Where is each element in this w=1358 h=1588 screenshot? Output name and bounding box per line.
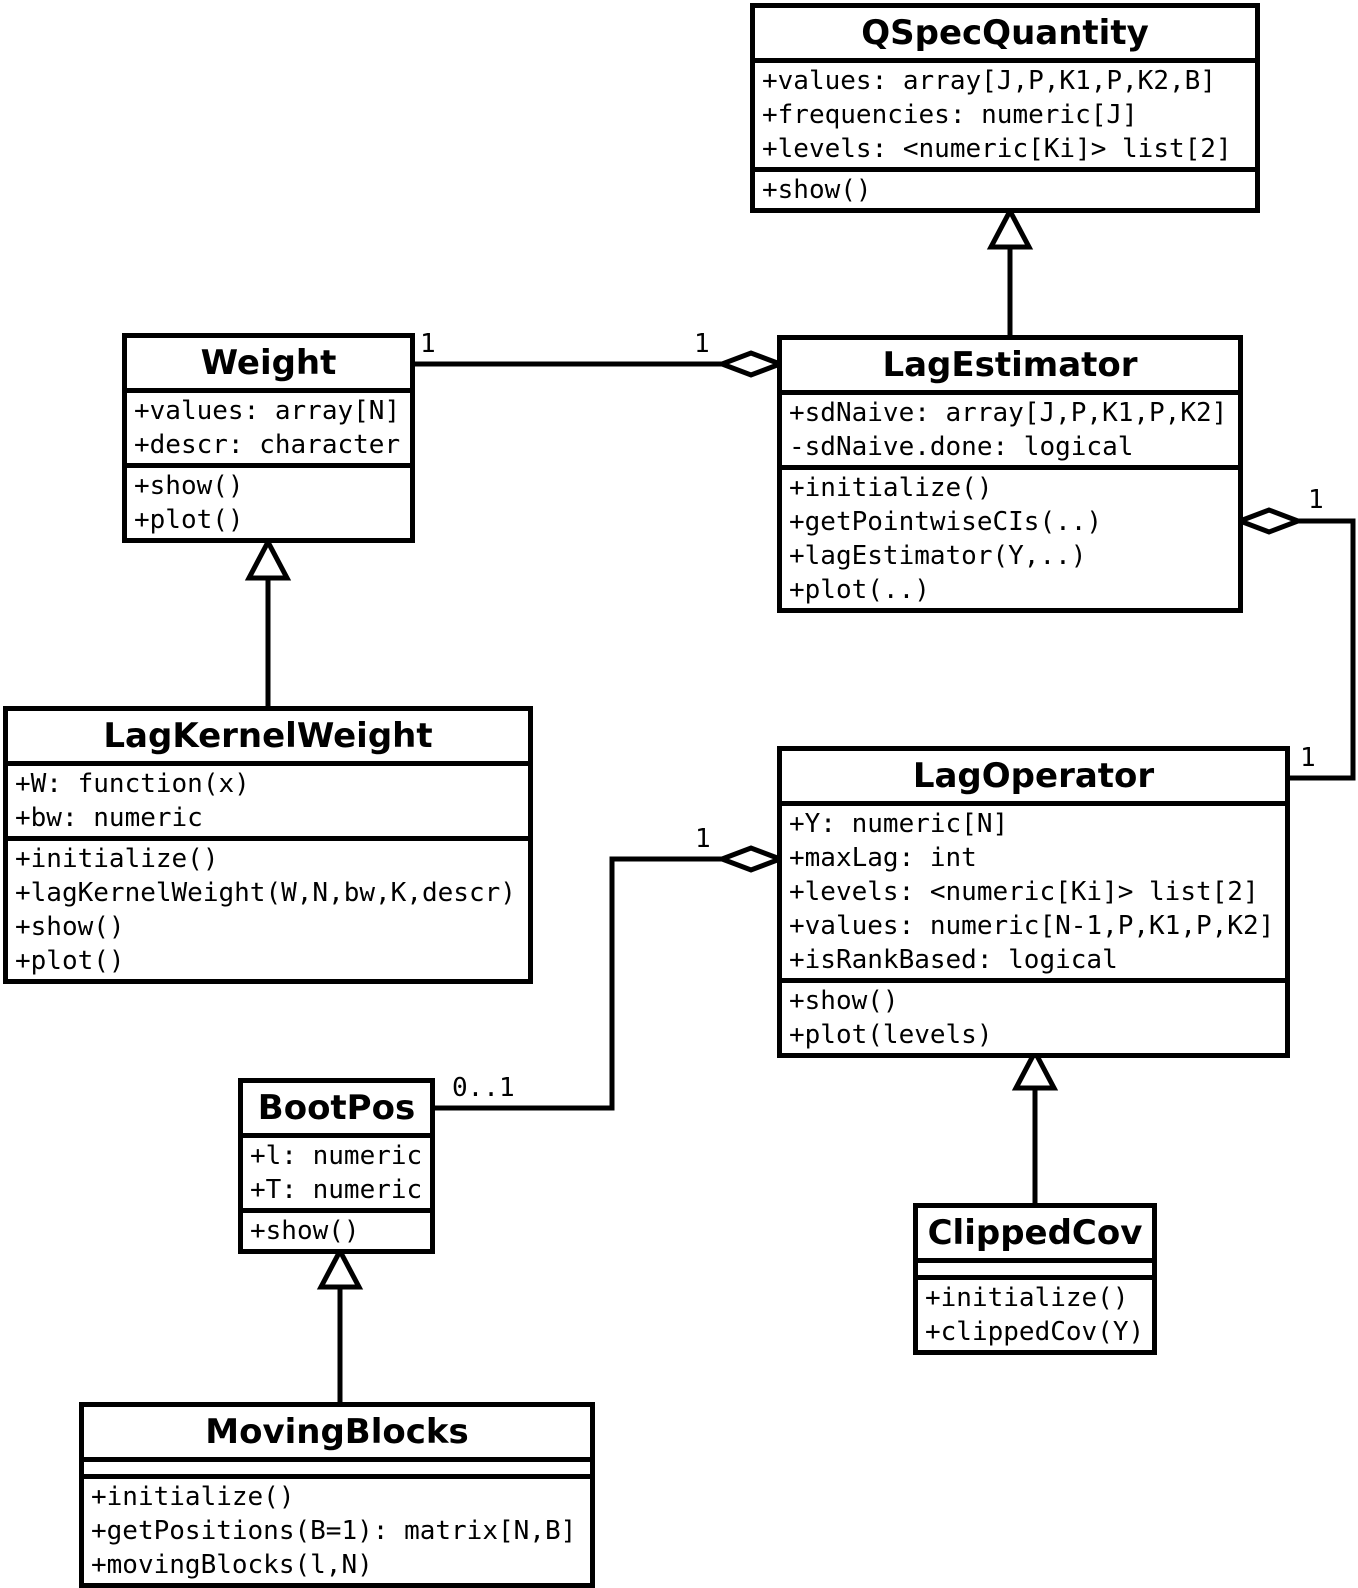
class-attributes: +l: numeric +T: numeric	[243, 1138, 430, 1213]
method: +show()	[789, 986, 899, 1016]
association-line	[1285, 518, 1356, 781]
multiplicity-label: 1	[1308, 485, 1324, 515]
method: +initialize()	[925, 1283, 1129, 1313]
class-title: LagOperator	[782, 751, 1285, 806]
aggregation-weight-lagestimator	[410, 350, 788, 378]
method: +plot(levels)	[789, 1020, 993, 1050]
class-weight: Weight +values: array[N] +descr: charact…	[122, 333, 415, 543]
class-methods: +initialize() +getPositions(B=1): matrix…	[84, 1479, 590, 1583]
class-title: ClippedCov	[918, 1208, 1152, 1263]
attribute: +Y: numeric[N]	[789, 809, 1009, 839]
aggregation-diamond-icon	[1232, 507, 1306, 535]
multiplicity-label: 1	[694, 329, 710, 359]
generalization-triangle-icon	[244, 536, 292, 581]
generalization-lagestimator-to-qspecquantity	[986, 205, 1034, 340]
class-clippedcov: ClippedCov +initialize() +clippedCov(Y)	[913, 1203, 1157, 1355]
method: +show()	[762, 175, 872, 205]
aggregation-diamond-icon	[714, 350, 788, 378]
class-methods: +initialize() +lagKernelWeight(W,N,bw,K,…	[8, 841, 528, 979]
attribute: +maxLag: int	[789, 843, 977, 873]
method: +plot()	[134, 505, 244, 535]
generalization-movingblocks-to-bootpos	[316, 1245, 364, 1407]
attribute: +l: numeric	[250, 1141, 423, 1171]
class-methods: +show() +plot(levels)	[782, 983, 1285, 1053]
multiplicity-label: 1	[420, 329, 436, 359]
class-title: LagEstimator	[782, 340, 1238, 395]
class-bootpos: BootPos +l: numeric +T: numeric +show()	[238, 1078, 435, 1254]
class-methods: +show() +plot()	[127, 468, 410, 538]
class-attributes: +sdNaive: array[J,P,K1,P,K2] -sdNaive.do…	[782, 395, 1238, 470]
method: +show()	[250, 1216, 360, 1246]
class-title: BootPos	[243, 1083, 430, 1138]
class-methods: +show()	[755, 172, 1255, 208]
class-qspecquantity: QSpecQuantity +values: array[J,P,K1,P,K2…	[750, 3, 1260, 213]
method: +initialize()	[15, 844, 219, 874]
attribute: +values: numeric[N-1,P,K1,P,K2]	[789, 911, 1275, 941]
attribute: +descr: character	[134, 430, 401, 460]
attribute: +bw: numeric	[15, 803, 203, 833]
attribute: +T: numeric	[250, 1175, 423, 1205]
attribute: +W: function(x)	[15, 769, 250, 799]
class-methods: +initialize() +clippedCov(Y)	[918, 1280, 1152, 1350]
class-attributes-empty	[918, 1263, 1152, 1280]
method: +plot()	[15, 946, 125, 976]
method: +show()	[15, 912, 125, 942]
class-attributes-empty	[84, 1462, 590, 1479]
class-lagestimator: LagEstimator +sdNaive: array[J,P,K1,P,K2…	[777, 335, 1243, 613]
aggregation-lagoperator-lagestimator	[1232, 507, 1356, 781]
generalization-lagkernelweight-to-weight	[244, 536, 292, 711]
attribute: +frequencies: numeric[J]	[762, 100, 1138, 130]
attribute: +sdNaive: array[J,P,K1,P,K2]	[789, 398, 1228, 428]
class-lagkernelweight: LagKernelWeight +W: function(x) +bw: num…	[3, 706, 533, 984]
class-attributes: +values: array[N] +descr: character	[127, 393, 410, 468]
class-attributes: +values: array[J,P,K1,P,K2,B] +frequenci…	[755, 63, 1255, 172]
class-title: LagKernelWeight	[8, 711, 528, 766]
class-title: QSpecQuantity	[755, 8, 1255, 63]
attribute: +isRankBased: logical	[789, 945, 1118, 975]
class-attributes: +Y: numeric[N] +maxLag: int +levels: <nu…	[782, 806, 1285, 983]
method: +initialize()	[91, 1482, 295, 1512]
class-methods: +show()	[243, 1213, 430, 1249]
multiplicity-label: 0..1	[452, 1073, 515, 1103]
method: +lagEstimator(Y,..)	[789, 541, 1087, 571]
attribute: +values: array[N]	[134, 396, 401, 426]
generalization-triangle-icon	[316, 1245, 364, 1290]
method: +getPositions(B=1): matrix[N,B]	[91, 1516, 577, 1546]
method: +clippedCov(Y)	[925, 1317, 1145, 1347]
class-movingblocks: MovingBlocks +initialize() +getPositions…	[79, 1402, 595, 1588]
method: +show()	[134, 471, 244, 501]
generalization-triangle-icon	[1011, 1046, 1059, 1091]
class-methods: +initialize() +getPointwiseCIs(..) +lagE…	[782, 470, 1238, 608]
association-line	[430, 856, 726, 1111]
class-title: Weight	[127, 338, 410, 393]
class-title: MovingBlocks	[84, 1407, 590, 1462]
generalization-clippedcov-to-lagoperator	[1011, 1046, 1059, 1208]
attribute: -sdNaive.done: logical	[789, 432, 1134, 462]
generalization-triangle-icon	[986, 205, 1034, 250]
method: +lagKernelWeight(W,N,bw,K,descr)	[15, 878, 516, 908]
method: +initialize()	[789, 473, 993, 503]
class-attributes: +W: function(x) +bw: numeric	[8, 766, 528, 841]
aggregation-bootpos-lagoperator	[430, 845, 788, 1111]
method: +plot(..)	[789, 575, 930, 605]
attribute: +levels: <numeric[Ki]> list[2]	[789, 877, 1259, 907]
method: +getPointwiseCIs(..)	[789, 507, 1103, 537]
method: +movingBlocks(l,N)	[91, 1550, 373, 1580]
class-lagoperator: LagOperator +Y: numeric[N] +maxLag: int …	[777, 746, 1290, 1058]
multiplicity-label: 1	[695, 824, 711, 854]
attribute: +levels: <numeric[Ki]> list[2]	[762, 134, 1232, 164]
multiplicity-label: 1	[1300, 743, 1316, 773]
attribute: +values: array[J,P,K1,P,K2,B]	[762, 66, 1216, 96]
aggregation-diamond-icon	[714, 845, 788, 873]
